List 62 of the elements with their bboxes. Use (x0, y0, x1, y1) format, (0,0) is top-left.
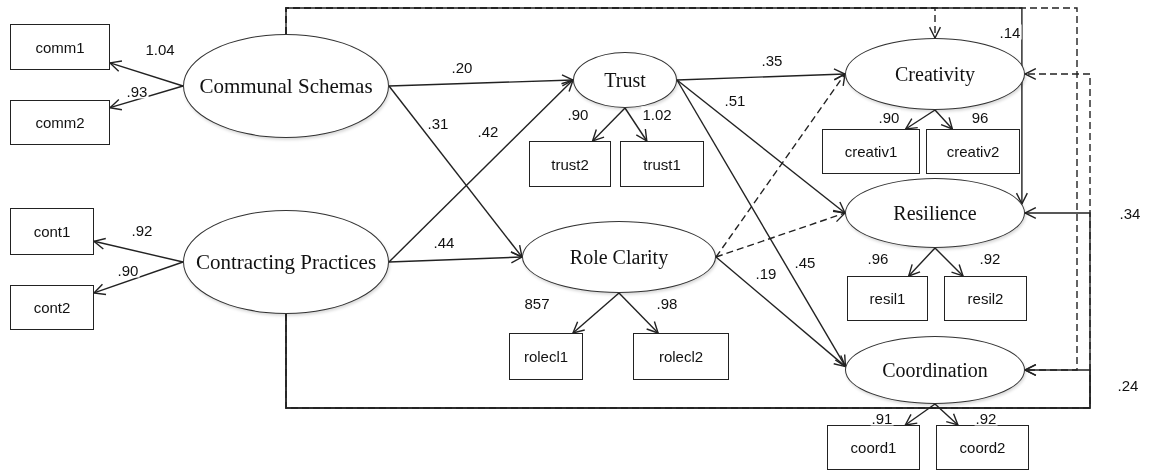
indicator-label: creativ1 (844, 143, 898, 160)
arrow (388, 85, 523, 258)
latent-variable-label: Contracting Practices (195, 249, 377, 275)
arrow (388, 74, 574, 87)
indicator-box (620, 141, 704, 187)
arrow (715, 210, 846, 258)
arrow (676, 79, 846, 214)
latent-variable-label: Coordination (882, 358, 988, 382)
indicator-label: creativ2 (946, 143, 1000, 160)
latent-variable-label: Creativity (895, 62, 975, 86)
indicator-label: coord1 (850, 439, 897, 456)
arrow (93, 237, 184, 263)
arrow (934, 109, 954, 130)
indicator-box (926, 129, 1020, 174)
indicator-label: trust1 (643, 155, 681, 173)
indicator-label: trust2 (551, 155, 589, 173)
indicator-label: cont1 (33, 223, 71, 240)
arrow (905, 109, 936, 130)
arrow (285, 7, 1028, 205)
latent-variable-label: Role Clarity (569, 245, 669, 269)
arrow (715, 73, 846, 258)
indicator-label: resil2 (967, 290, 1004, 307)
arrow (908, 247, 936, 277)
indicator-box (10, 100, 110, 145)
indicator-label: rolecl1 (523, 348, 569, 365)
indicator-box (936, 425, 1029, 470)
latent-variable-label: Trust (604, 68, 646, 92)
arrow (572, 292, 620, 334)
arrow (934, 247, 964, 277)
indicator-box (847, 276, 928, 321)
indicator-box (10, 285, 94, 330)
arrow (715, 256, 847, 368)
indicator-box (944, 276, 1027, 321)
indicator-box (10, 208, 94, 255)
latent-variable-label: Resilience (893, 201, 977, 225)
arrow (109, 85, 184, 111)
arrow (93, 261, 184, 296)
indicator-box (529, 141, 611, 187)
arrow (676, 68, 846, 81)
arrow (285, 313, 1091, 409)
arrow (388, 79, 574, 263)
indicator-box (10, 24, 110, 70)
indicator-box (633, 333, 729, 380)
arrow (676, 79, 847, 368)
arrow (388, 251, 523, 264)
indicator-label: rolecl2 (658, 348, 704, 365)
indicator-label: cont2 (33, 299, 71, 316)
arrow (624, 107, 648, 142)
indicator-label: coord2 (959, 439, 1006, 456)
indicator-box (827, 425, 920, 470)
indicator-label: comm2 (35, 114, 85, 131)
latent-variable-ellipse (573, 52, 677, 108)
indicator-label: resil1 (869, 290, 906, 307)
arrow (934, 403, 959, 426)
indicator-box (822, 129, 920, 174)
arrow (904, 403, 936, 426)
indicator-box (509, 333, 583, 380)
arrow (618, 292, 659, 334)
arrow (591, 107, 626, 142)
latent-variable-label: Communal Schemas (199, 73, 373, 99)
indicator-label: comm1 (35, 38, 85, 56)
arrow (109, 60, 184, 87)
